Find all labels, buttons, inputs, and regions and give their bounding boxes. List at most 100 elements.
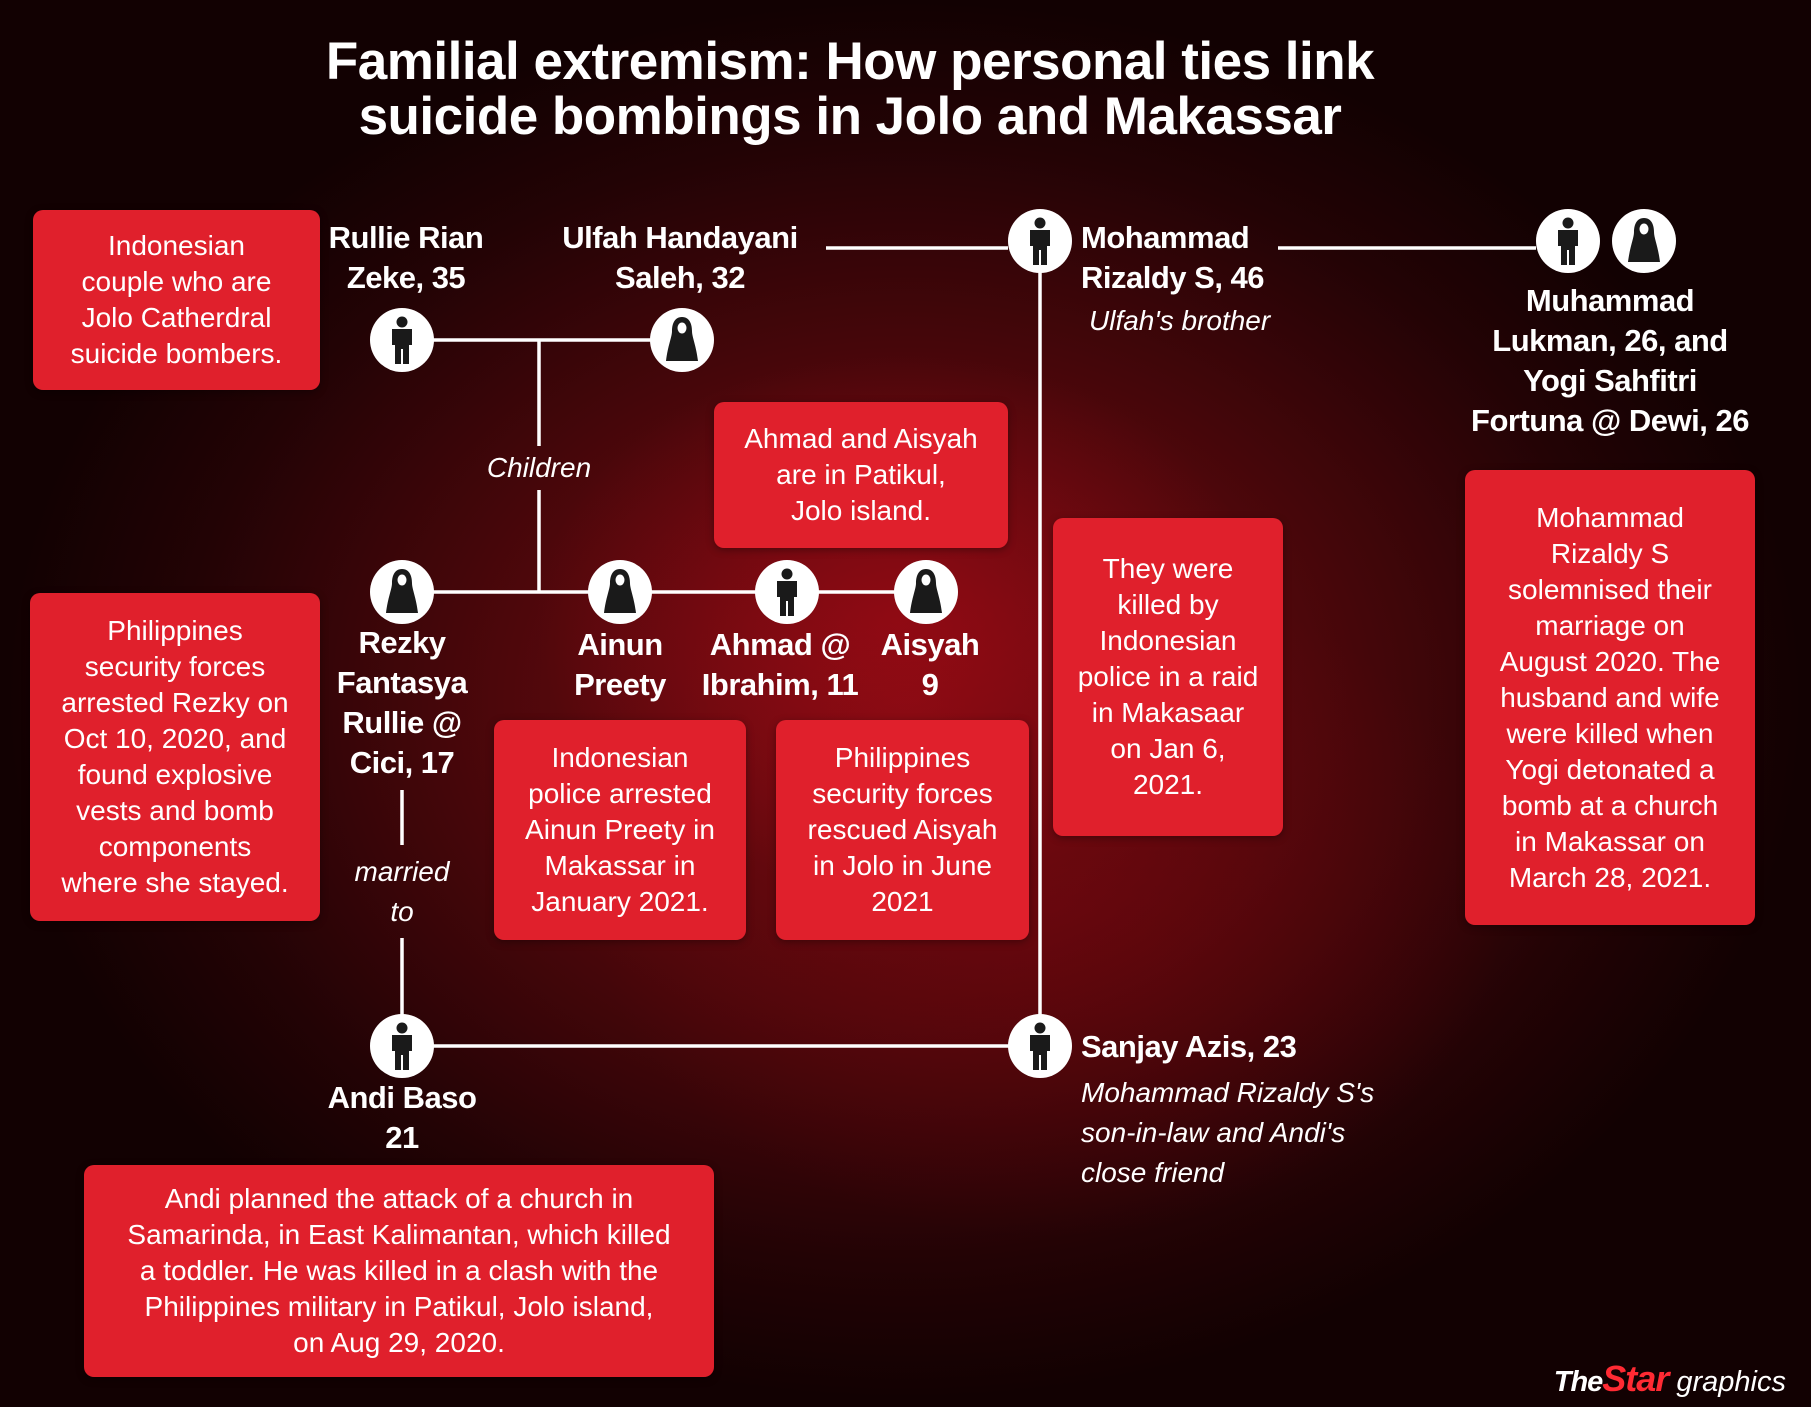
box-line: Indonesian [107, 230, 245, 261]
info-box-patikul: Ahmad and Aisyah are in Patikul, Jolo is… [714, 402, 1008, 548]
box-line: arrested Rezky on [61, 687, 289, 718]
lukman-name-line4: Fortuna @ Dewi, 26 [1471, 403, 1749, 438]
info-box-aisyah: Philippines security forces rescued Aisy… [776, 720, 1029, 940]
sanjay-note-1: Mohammad Rizaldy S's [1081, 1077, 1375, 1108]
box-line: on Jan 6, [1110, 733, 1226, 764]
ahmad-name-line1: Ahmad @ [709, 627, 851, 662]
andi-node [370, 1014, 434, 1078]
info-box-rezky: Philippines security forces arrested Rez… [30, 593, 320, 921]
box-line: killed by [1117, 589, 1219, 620]
title-line-2: suicide bombings in Jolo and Makassar [358, 87, 1342, 146]
box-line: Ainun Preety in [525, 814, 715, 845]
rizaldy-node [1008, 209, 1072, 273]
box-line: 2021. [1132, 769, 1204, 800]
ainun-name: Ainun Preety [550, 625, 690, 705]
title-line-1: Familial extremism: How personal ties li… [325, 32, 1375, 91]
lukman-node [1536, 209, 1600, 273]
ahmad-name-line2: Ibrahim, 11 [701, 667, 859, 702]
box-line: components [98, 831, 252, 862]
thestar-graphics-logo: TheStar graphics [1554, 1358, 1786, 1400]
rezky-node [370, 560, 434, 624]
aisyah-node [894, 560, 958, 624]
andi-name-line1: Andi Baso [327, 1080, 477, 1115]
box-line: solemnised their [1508, 573, 1712, 605]
rezky-name-line4: Cici, 17 [349, 745, 455, 780]
box-line: Mohammad [1536, 501, 1684, 533]
box-line: security forces [84, 651, 266, 682]
box-line: Philippines [107, 615, 243, 646]
box-line: Andi planned the attack of a church in [164, 1183, 634, 1214]
yogi-node [1612, 209, 1676, 273]
ainun-name-line2: Preety [574, 667, 666, 702]
box-line: rescued Aisyah [807, 814, 998, 845]
box-line: where she stayed. [61, 867, 289, 898]
box-line: suicide bombers. [70, 338, 283, 369]
male-person-icon [1030, 1022, 1050, 1070]
box-line: Jolo island. [790, 495, 932, 526]
sanjay-name: Sanjay Azis, 23 [1081, 1029, 1297, 1064]
rezky-name-line3: Rullie @ [342, 705, 462, 740]
ainun-name-line1: Ainun [577, 627, 663, 662]
info-box-andi: Andi planned the attack of a church in S… [84, 1165, 714, 1377]
info-box-couple: Indonesian couple who are Jolo Catherdra… [33, 210, 320, 390]
box-line: on Aug 29, 2020. [293, 1327, 505, 1358]
page-title: Familial extremism: How personal ties li… [0, 34, 1700, 144]
box-line: August 2020. The [1499, 645, 1721, 677]
ulfah-name: Ulfah Handayani Saleh, 32 [550, 218, 810, 298]
brand-graphics: graphics [1668, 1366, 1786, 1398]
box-line: 2021 [871, 886, 934, 917]
lukman-name-line1: Muhammad [1525, 283, 1695, 318]
box-line: March 28, 2021. [1508, 861, 1712, 893]
box-line: police arrested [528, 778, 712, 809]
to-label: to [390, 896, 414, 927]
box-line: husband and wife [1500, 681, 1720, 713]
box-line: in Makasaar [1091, 697, 1245, 728]
ulfah-node [650, 308, 714, 372]
box-line: Indonesian [1099, 625, 1237, 656]
box-line: Indonesian [551, 742, 689, 773]
box-line: They were [1102, 553, 1234, 584]
ahmad-name: Ahmad @ Ibrahim, 11 [690, 625, 870, 705]
box-line: a toddler. He was killed in a clash with… [139, 1255, 659, 1286]
info-box-ainun: Indonesian police arrested Ainun Preety … [494, 720, 746, 940]
box-line: vests and bomb [76, 795, 274, 826]
rizaldy-name: Mohammad Rizaldy S, 46 [1081, 218, 1265, 298]
ainun-node [588, 560, 652, 624]
rezky-name-line1: Rezky [358, 625, 446, 660]
female-person-icon [604, 569, 636, 613]
lukman-name-line3: Yogi Sahfitri [1523, 363, 1697, 398]
sanjay-note-2: son-in-law and Andi's [1081, 1117, 1346, 1148]
lukman-yogi-name: Muhammad Lukman, 26, and Yogi Sahfitri F… [1460, 281, 1760, 441]
male-person-icon [1030, 217, 1050, 265]
box-line: security forces [812, 778, 993, 809]
aisyah-name-line2: 9 [921, 667, 939, 702]
female-person-icon [910, 569, 942, 613]
married-label: married [354, 856, 450, 887]
brand-the: The [1553, 1366, 1604, 1398]
box-line: Rizaldy S [1550, 537, 1670, 569]
box-line: Ahmad and Aisyah [744, 423, 978, 454]
box-line: Philippines military in Patikul, Jolo is… [144, 1291, 654, 1322]
box-line: Philippines [834, 742, 971, 773]
ulfah-name-line2: Saleh, 32 [615, 260, 745, 295]
box-line: couple who are [81, 266, 272, 297]
box-line: were killed when [1506, 717, 1714, 749]
rezky-name-line2: Fantasya [336, 665, 468, 700]
male-person-icon [392, 316, 412, 364]
rullie-name-line2: Zeke, 35 [346, 260, 466, 295]
rizaldy-name-line2: Rizaldy S, 46 [1081, 260, 1265, 295]
male-person-icon [1558, 217, 1578, 265]
box-line: Jolo Catherdral [81, 302, 272, 333]
rullie-name: Rullie Rian Zeke, 35 [316, 218, 496, 298]
box-line: are in Patikul, [776, 459, 946, 490]
box-line: marriage on [1535, 609, 1685, 641]
box-line: police in a raid [1077, 661, 1259, 692]
male-person-icon [392, 1022, 412, 1070]
box-line: bomb at a church [1501, 789, 1719, 821]
box-line: January 2021. [531, 886, 709, 917]
rezky-name: Rezky Fantasya Rullie @ Cici, 17 [320, 623, 484, 783]
brand-star: Star [1602, 1358, 1669, 1399]
aisyah-name: Aisyah 9 [870, 625, 990, 705]
sanjay-note-3: close friend [1081, 1157, 1225, 1188]
ulfah-name-line1: Ulfah Handayani [562, 220, 798, 255]
